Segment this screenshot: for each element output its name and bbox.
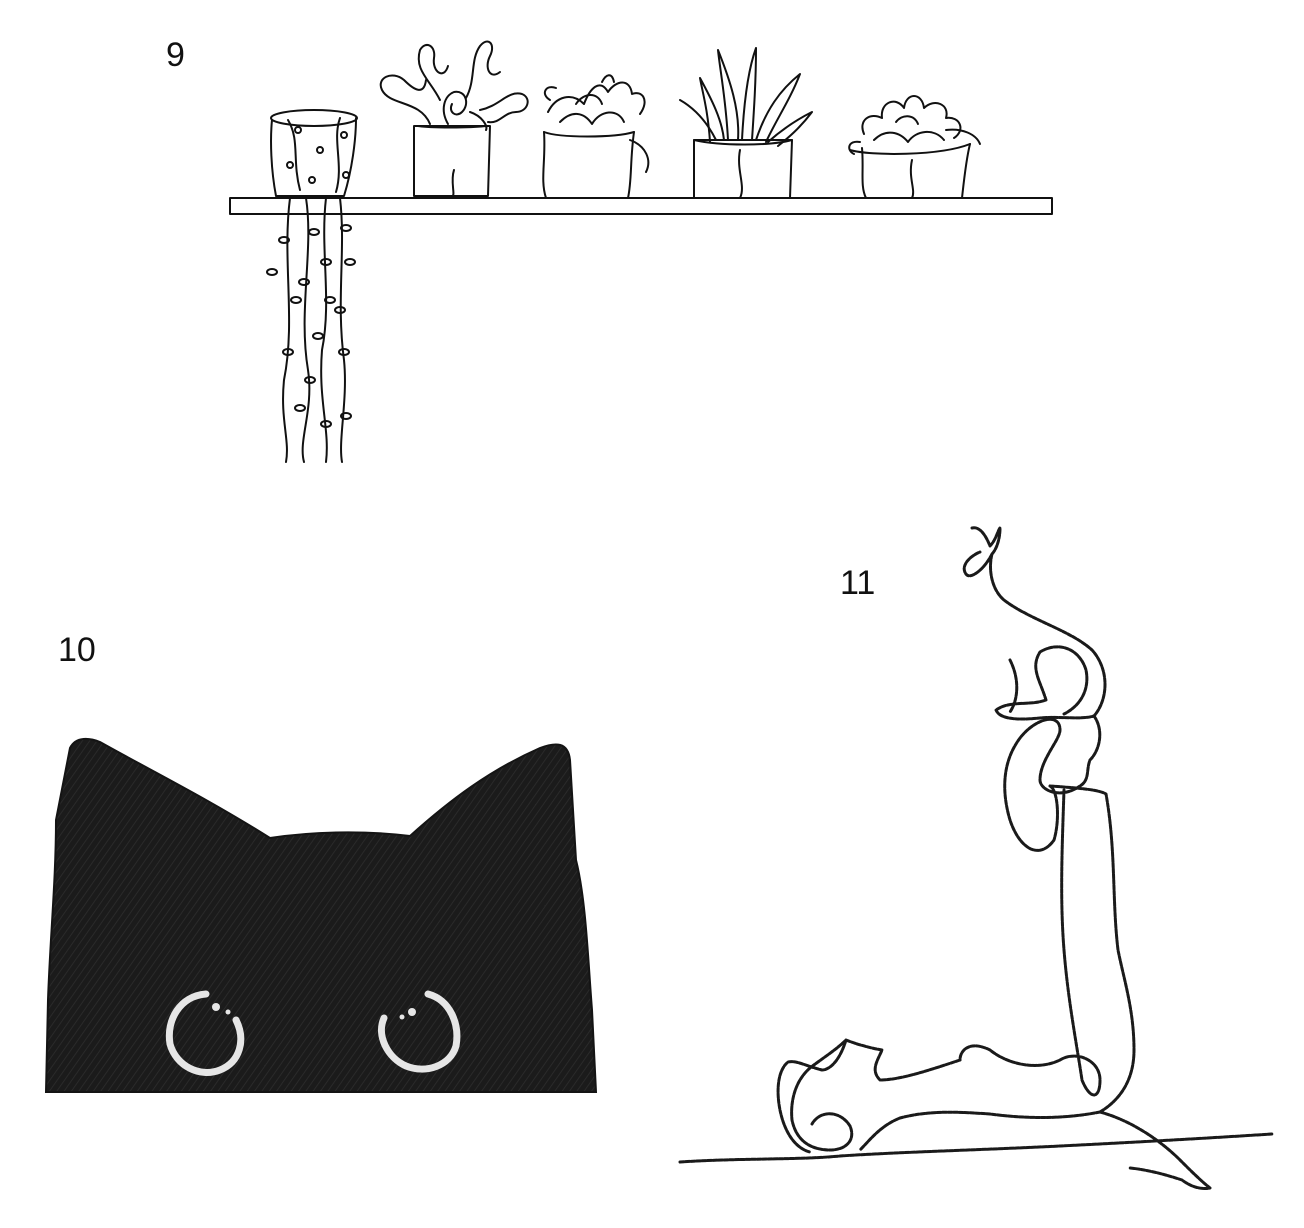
hanging-plant-pot xyxy=(270,109,358,197)
cat-left-eye xyxy=(165,990,245,1076)
shelf-board xyxy=(229,197,1053,215)
design-number-10: 10 xyxy=(58,631,96,669)
peeking-black-cat-icon xyxy=(44,737,598,1093)
plant-shelf-line-art-icon xyxy=(229,40,1053,463)
design-number-11: 11 xyxy=(840,564,876,602)
design-number-9: 9 xyxy=(166,36,185,74)
curly-plant-pot xyxy=(379,40,529,197)
aloe-plant-pot xyxy=(679,47,813,199)
floor-line xyxy=(678,1132,1274,1164)
lying-woman xyxy=(776,1038,1212,1190)
raised-legs xyxy=(958,714,1136,1114)
cat-right-eye xyxy=(377,990,461,1073)
succulent-pot-2 xyxy=(848,95,981,199)
hanging-vines xyxy=(266,197,356,463)
sitting-cat xyxy=(962,526,1107,721)
succulent-pot-1 xyxy=(542,74,650,199)
